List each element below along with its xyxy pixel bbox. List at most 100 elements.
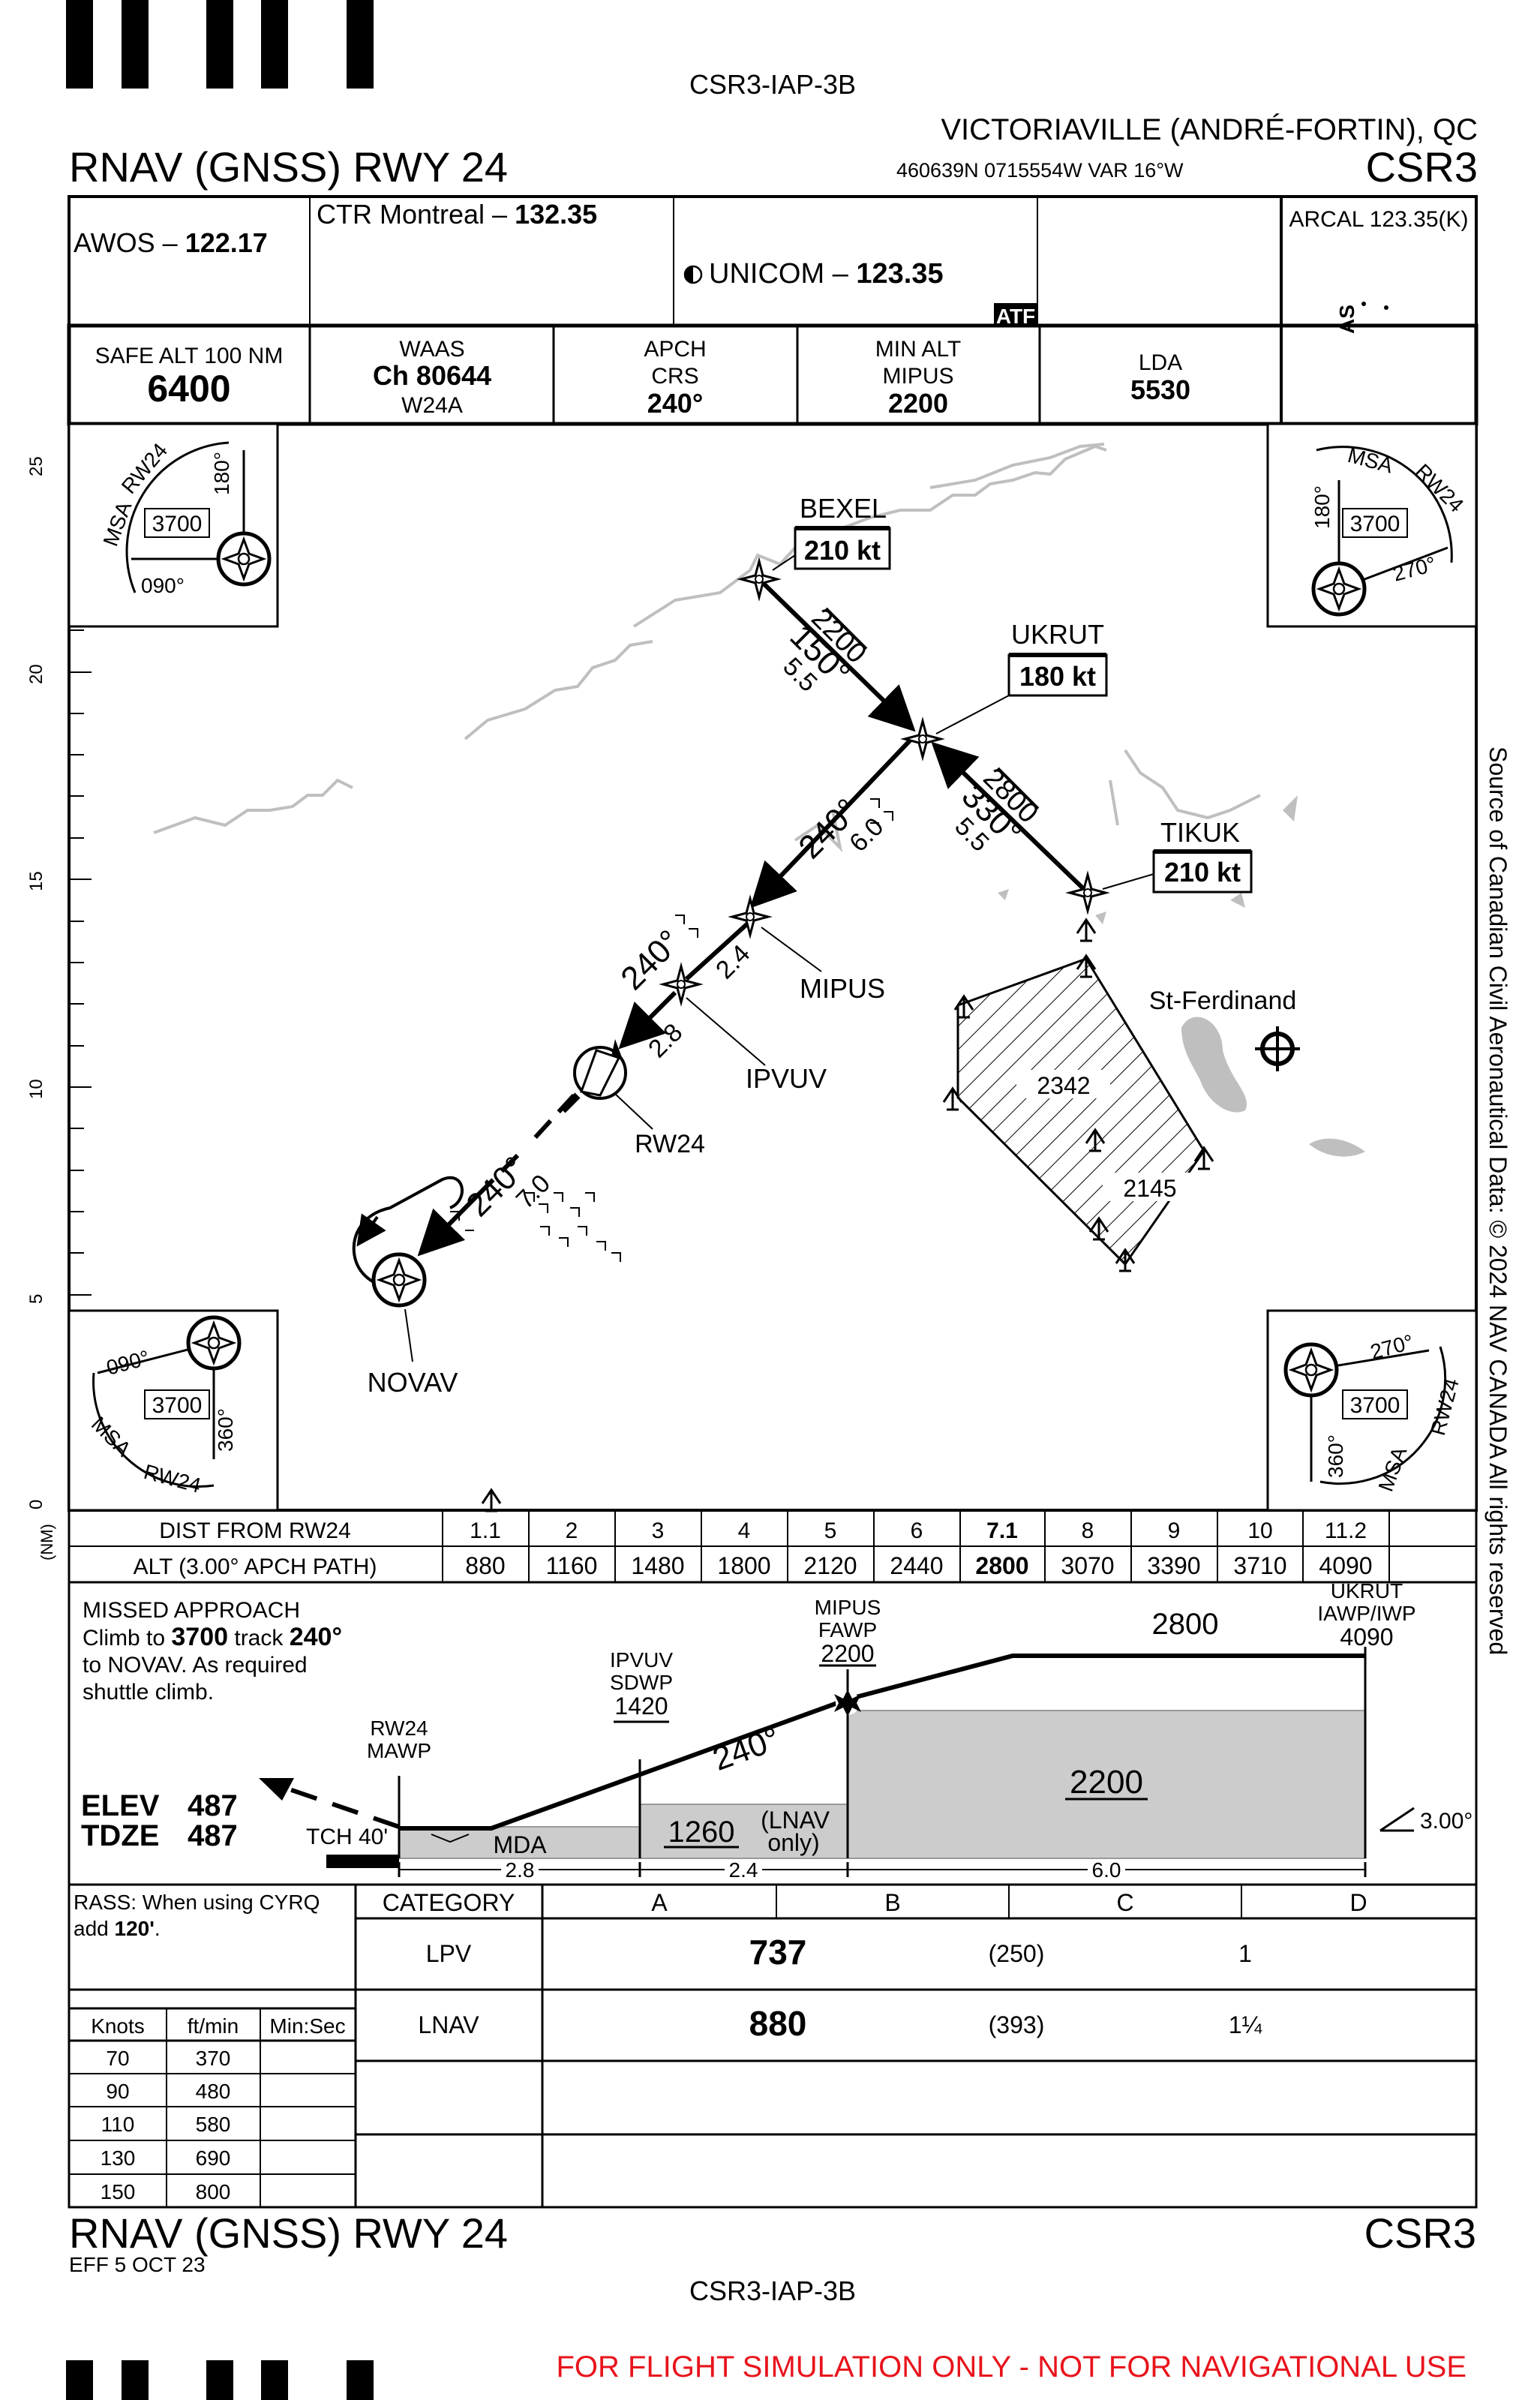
profile-ipvuv-alt: 1420: [614, 1693, 668, 1720]
awos-freq: 122.17: [185, 227, 268, 258]
alt-cell-faf: 2800: [975, 1552, 1028, 1579]
min-alt-label2: MIPUS: [882, 364, 953, 389]
apch-crs-value: 240°: [647, 388, 703, 419]
lda-value: 5530: [1130, 374, 1190, 405]
missed-l1a: Climb to: [83, 1626, 165, 1651]
waas-channel: Ch 80644: [373, 360, 491, 391]
profile-ukrut-alt: 4090: [1340, 1624, 1393, 1651]
msa-tl-alt: 3700: [152, 512, 203, 536]
lnav-mda: 880: [749, 2004, 807, 2043]
scale-unit: (NM): [38, 1524, 56, 1560]
dist-row-label: DIST FROM RW24: [159, 1518, 351, 1543]
profile-ipvuv: IPVUV: [610, 1648, 673, 1672]
msa-tl-b1: 180°: [210, 452, 233, 495]
descent-table: Knots ft/min Min:Sec 70 370 90 480 110 5…: [68, 2007, 357, 2209]
novav-label: NOVAV: [368, 1367, 458, 1398]
msa-tr-alt: 3700: [1350, 512, 1400, 536]
min-alt-value: 2200: [888, 388, 948, 419]
descent-fpm: 800: [196, 2180, 231, 2203]
briefing-strip: SAFE ALT 100 NM 6400 WAAS Ch 80644 W24A …: [67, 323, 1478, 426]
arcal-freq: ARCAL 123.35(K): [1289, 207, 1468, 232]
seg-dist-1: 2.8: [506, 1858, 535, 1882]
lpv-vis: 1: [1238, 1940, 1252, 1967]
seg-dist-2: 2.4: [729, 1858, 758, 1882]
awos-label: AWOS –: [74, 227, 178, 258]
mipus-waypoint[interactable]: [731, 897, 770, 936]
spot-marks: [450, 798, 893, 1262]
descent-header-minsec: Min:Sec: [269, 2014, 345, 2038]
apch-crs-label1: APCH: [644, 337, 706, 362]
profile-mda: MDA: [493, 1831, 547, 1858]
profile-alt-2800: 2800: [1152, 1608, 1219, 1641]
dist-cell: 9: [1168, 1518, 1181, 1543]
apch-crs-label2: CRS: [651, 364, 698, 389]
restricted-alt-2145: 2145: [1123, 1175, 1176, 1202]
missed-l2: to NOVAV. As required: [83, 1653, 308, 1678]
msa-top-right: 3700 MSA RW24 180° 270°: [1266, 422, 1478, 628]
ctr-freq: 132.35: [515, 199, 597, 230]
lpv-label: LPV: [426, 1940, 472, 1967]
msa-br-b2: 360°: [1324, 1434, 1347, 1478]
svg-text:CTR Montreal – 132.35: CTR Montreal – 132.35: [317, 199, 597, 230]
dist-cell: 8: [1082, 1518, 1094, 1543]
comms-box: AWOS – 122.17 CTR Montreal – 132.35 UNIC…: [68, 195, 1478, 424]
as-note: AS: [1335, 305, 1358, 334]
descent-knots: 130: [101, 2146, 136, 2170]
alt-cell: 3070: [1061, 1552, 1114, 1579]
nm-scale: 25 20 15 10 5 0 (NM): [26, 456, 92, 1560]
ipvuv-leg-dist: 2.8: [643, 1018, 688, 1063]
restricted-alt-2342: 2342: [1037, 1072, 1090, 1099]
dist-cell: 10: [1247, 1518, 1272, 1543]
descent-fpm: 370: [196, 2047, 231, 2070]
footer-procedure: RNAV (GNSS) RWY 24: [69, 2209, 508, 2257]
rw24-label: RW24: [635, 1130, 705, 1158]
descent-header-fpm: ft/min: [188, 2014, 239, 2038]
tikuk-label: TIKUK: [1160, 817, 1240, 848]
msa-bl-alt: 3700: [152, 1393, 203, 1418]
bexel-speed: 210 kt: [804, 535, 881, 566]
missed-title: MISSED APPROACH: [83, 1598, 300, 1623]
ukrut-waypoint[interactable]: [903, 719, 942, 758]
alt-row-label: ALT (3.00° APCH PATH): [134, 1554, 377, 1579]
lakes: [998, 795, 1365, 1157]
lnav-vis: 1¼: [1229, 2011, 1263, 2038]
category-label: CATEGORY: [383, 1889, 515, 1916]
descent-knots: 150: [101, 2180, 136, 2203]
dist-cell-faf: 7.1: [986, 1518, 1018, 1543]
alt-cell: 3710: [1233, 1552, 1286, 1579]
dist-cell: 11.2: [1325, 1518, 1367, 1543]
profile-mipus-alt: 2200: [821, 1640, 874, 1667]
waas-id: W24A: [401, 393, 463, 418]
profile-ukrut: UKRUT: [1331, 1579, 1403, 1603]
tikuk-speed: 210 kt: [1164, 857, 1241, 888]
alt-cell: 4090: [1319, 1552, 1372, 1579]
ipvuv-label: IPVUV: [746, 1063, 827, 1094]
scale-label-0: 0: [26, 1500, 47, 1509]
lpv-da: 737: [749, 1933, 807, 1972]
lpv-hat: (250): [989, 1940, 1045, 1967]
category-d: D: [1349, 1889, 1367, 1916]
ukrut-speed: 180 kt: [1019, 661, 1096, 692]
missed-l3: shuttle climb.: [83, 1680, 214, 1705]
seg-dist-3: 6.0: [1092, 1858, 1121, 1882]
fix-labels: BEXEL 210 kt UKRUT 180 kt TIKUK 210 kt M…: [368, 493, 1300, 1398]
rw24-waypoint[interactable]: [560, 1039, 627, 1113]
dist-alt-table: DIST FROM RW24 ALT (3.00° APCH PATH) 1.1…: [68, 1509, 1478, 1584]
airport-name: VICTORIAVILLE (ANDRÉ-FORTIN), QC: [941, 113, 1478, 146]
scale-label-20: 20: [26, 664, 47, 684]
town-heliport-icon: [1255, 1026, 1300, 1071]
alt-cell: 3390: [1147, 1552, 1200, 1579]
minima-section: RASS: When using CYRQ add 120'. CATEGORY…: [68, 1883, 1478, 2209]
novav-waypoint[interactable]: [374, 1254, 425, 1305]
plan-view-frame: [68, 422, 1478, 1512]
mipus-leg-dist: 2.4: [710, 939, 755, 984]
alt-cell: 2440: [890, 1552, 943, 1579]
chart-id-top: CSR3-IAP-3B: [689, 69, 856, 100]
lda-label: LDA: [1139, 350, 1182, 375]
procedure-title: RNAV (GNSS) RWY 24: [69, 143, 508, 191]
dist-cell: 1.1: [470, 1518, 501, 1543]
scale-label-25: 25: [26, 456, 47, 476]
alt-cell: 1160: [546, 1552, 598, 1579]
profile-mipus-type: FAWP: [818, 1618, 877, 1642]
msa-top-left: 3700 MSA RW24 180° 090°: [68, 422, 279, 628]
